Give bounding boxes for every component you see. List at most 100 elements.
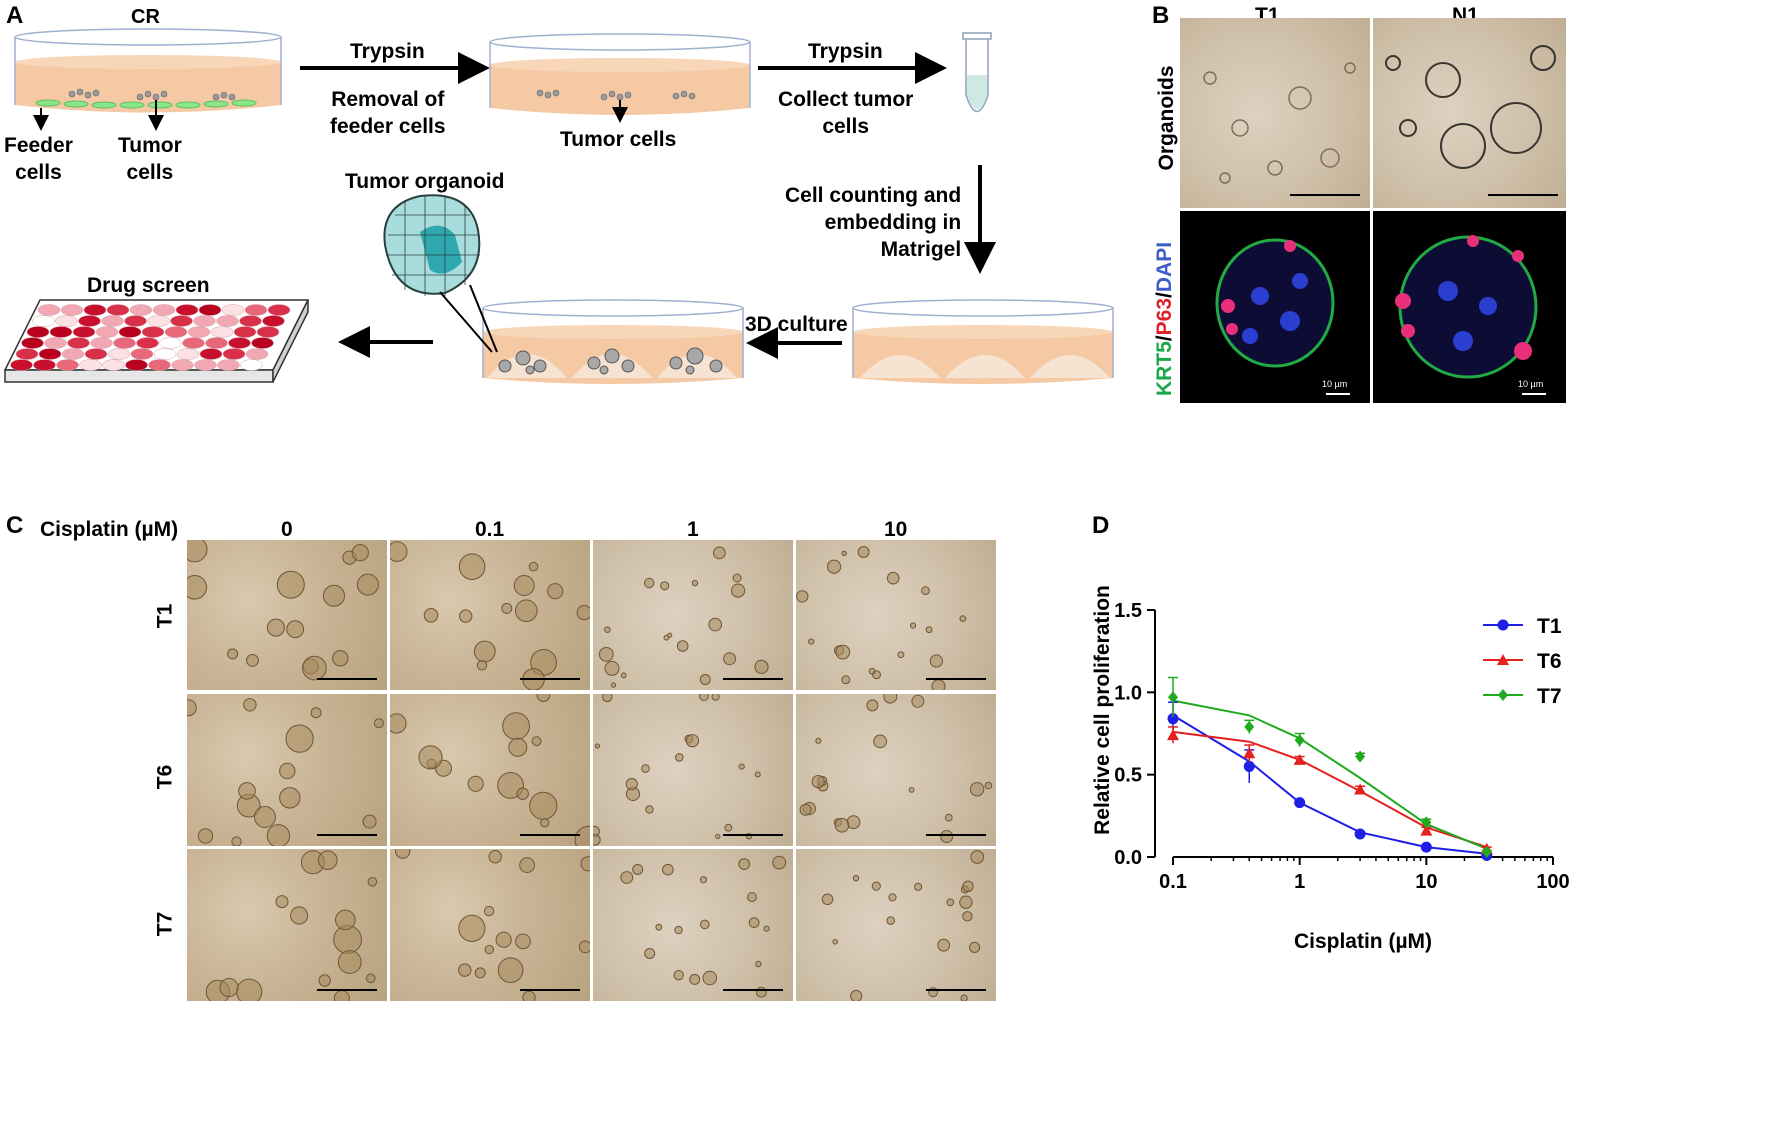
- stain-dapi: DAPI: [1153, 241, 1176, 293]
- organoid-blob: [857, 546, 870, 558]
- organoid-blob: [332, 650, 349, 667]
- organoid-blob: [673, 970, 684, 981]
- fit-curve-t6: [1172, 730, 1488, 849]
- organoid-blob: [318, 850, 338, 870]
- label-collect-tumor: Collect tumor cells: [778, 88, 914, 138]
- panel-label-b: B: [1152, 2, 1170, 29]
- well: [83, 304, 107, 316]
- data-point-t7: [1355, 750, 1366, 763]
- brightfield-photo: [593, 694, 793, 846]
- organoid-blob: [458, 553, 486, 581]
- y-tick-label: 1.0: [1114, 682, 1142, 704]
- organoid-blob: [333, 990, 350, 1001]
- data-point-t6: [1420, 824, 1433, 836]
- organoid-blob: [897, 651, 905, 659]
- organoid-blob: [598, 647, 614, 662]
- scale-bar: [317, 678, 377, 680]
- well: [171, 359, 194, 371]
- well: [182, 337, 205, 349]
- scale-bar: [723, 989, 783, 991]
- fit-curve-t1: [1172, 714, 1487, 855]
- organoid-blob: [959, 895, 973, 909]
- brightfield-photo: [390, 694, 590, 846]
- well: [130, 348, 154, 360]
- organoid-blob: [731, 583, 746, 598]
- x-tick-label: 1: [1294, 871, 1305, 893]
- organoid-blob: [873, 734, 887, 749]
- legend-marker: [1497, 619, 1509, 631]
- organoid-blob: [796, 590, 809, 603]
- data-point-t6: [1243, 747, 1256, 759]
- organoid-blob: [620, 871, 634, 884]
- row-label-t7: T7: [153, 911, 177, 937]
- organoid-blob: [515, 599, 538, 622]
- panel-label-a: A: [6, 2, 24, 29]
- scale-bar: [1326, 393, 1350, 395]
- organoid-blob: [476, 660, 488, 671]
- organoid-blob: [276, 570, 305, 599]
- well: [79, 359, 102, 371]
- well: [170, 315, 193, 327]
- dose-col-3: 10: [884, 518, 908, 541]
- organoid-blob: [960, 994, 968, 1001]
- organoid-blob: [547, 583, 564, 600]
- well: [148, 359, 171, 371]
- data-point-t7: [1294, 734, 1305, 747]
- data-point-t1: [1167, 713, 1179, 725]
- chart-xlabel: Cisplatin (µM): [1294, 930, 1432, 953]
- well: [118, 326, 142, 338]
- data-point-t7: [1481, 846, 1492, 859]
- well: [175, 304, 199, 316]
- well: [244, 304, 268, 316]
- organoid-blob: [811, 775, 825, 789]
- organoid-blob: [594, 743, 600, 749]
- well: [10, 359, 33, 371]
- organoid-blob: [708, 617, 722, 632]
- brightfield-photo: [796, 540, 996, 690]
- label-cell-counting: Cell counting and embedding in Matrigel: [785, 184, 962, 261]
- brightfield-photo: [390, 540, 590, 690]
- organoid-blob: [747, 892, 757, 903]
- organoid-blob: [275, 895, 289, 909]
- organoid-blob: [711, 694, 720, 701]
- organoid-blob: [243, 698, 257, 712]
- organoid-blob: [604, 626, 611, 633]
- data-point-t6: [1293, 753, 1306, 765]
- organoid-blob: [474, 967, 486, 979]
- stain-p63: P63: [1153, 297, 1176, 336]
- organoid-blob: [886, 916, 895, 925]
- organoid-blob: [738, 763, 745, 770]
- well: [199, 348, 223, 360]
- well: [106, 304, 130, 316]
- organoid-photo-t1: [1180, 18, 1370, 208]
- well: [21, 337, 44, 349]
- organoid-blob: [529, 791, 558, 820]
- cisplatin-header: Cisplatin (µM): [40, 518, 179, 541]
- brightfield-photo: [796, 694, 996, 846]
- organoid-blob: [423, 608, 439, 623]
- scale-bar: [1488, 194, 1558, 196]
- dose-col-2: 1: [687, 518, 699, 541]
- well: [84, 348, 108, 360]
- organoid-blob: [484, 944, 495, 955]
- organoid-blob: [531, 736, 542, 747]
- dose-col-1: 0.1: [475, 518, 505, 541]
- organoid-blob: [674, 925, 683, 935]
- well: [193, 315, 216, 327]
- label-tumor-cells-mid: Tumor cells: [560, 128, 677, 151]
- drug-screen-plate: [3, 299, 310, 383]
- well: [67, 337, 90, 349]
- organoid-blob: [929, 654, 943, 668]
- scale-bar: [317, 989, 377, 991]
- well: [141, 326, 165, 338]
- data-point-t7: [1421, 816, 1432, 829]
- organoid-dish: [482, 299, 744, 384]
- organoid-blob: [366, 973, 376, 984]
- organoid-blob: [418, 745, 443, 770]
- organoid-blob: [724, 823, 733, 832]
- organoid-blob: [236, 978, 263, 1001]
- well: [60, 304, 84, 316]
- organoid-blob: [832, 939, 839, 945]
- organoid-blob: [699, 674, 711, 685]
- organoid-blob: [497, 957, 524, 983]
